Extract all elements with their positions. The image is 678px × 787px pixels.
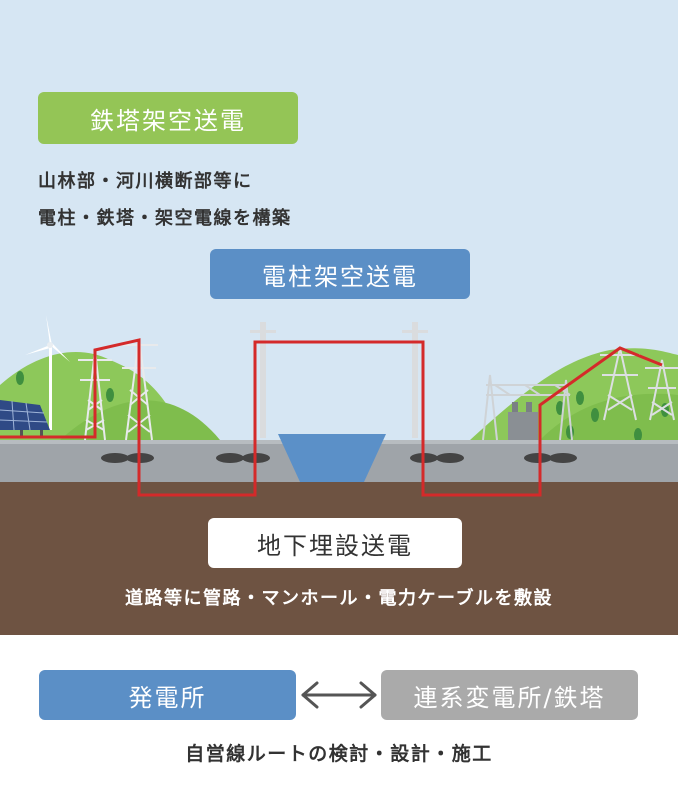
power-plant-label: 発電所 <box>39 670 296 720</box>
overhead-tower-desc-line1: 山林部・河川横断部等に <box>38 171 253 192</box>
river <box>278 434 386 482</box>
double-arrow-icon <box>301 681 377 709</box>
overhead-tower-label: 鉄塔架空送電 <box>38 92 298 144</box>
power-line <box>0 338 663 497</box>
manholes <box>101 453 577 463</box>
solar-panel-icon <box>0 400 50 438</box>
wind-turbine-icon <box>25 315 70 430</box>
substation-icon <box>482 374 573 441</box>
overhead-tower-desc-line2: 電柱・鉄塔・架空電線を構築 <box>38 208 292 229</box>
overhead-pole-label: 電柱架空送電 <box>210 249 470 299</box>
substation-label: 連系変電所/鉄塔 <box>381 670 638 720</box>
right-hill-back <box>540 393 678 440</box>
utility-pole-icon <box>250 322 428 438</box>
underground-desc: 道路等に管路・マンホール・電力ケーブルを敷設 <box>125 588 553 609</box>
bottom-caption: 自営線ルートの検討・設計・施工 <box>185 743 493 765</box>
underground-label: 地下埋設送電 <box>208 518 462 568</box>
